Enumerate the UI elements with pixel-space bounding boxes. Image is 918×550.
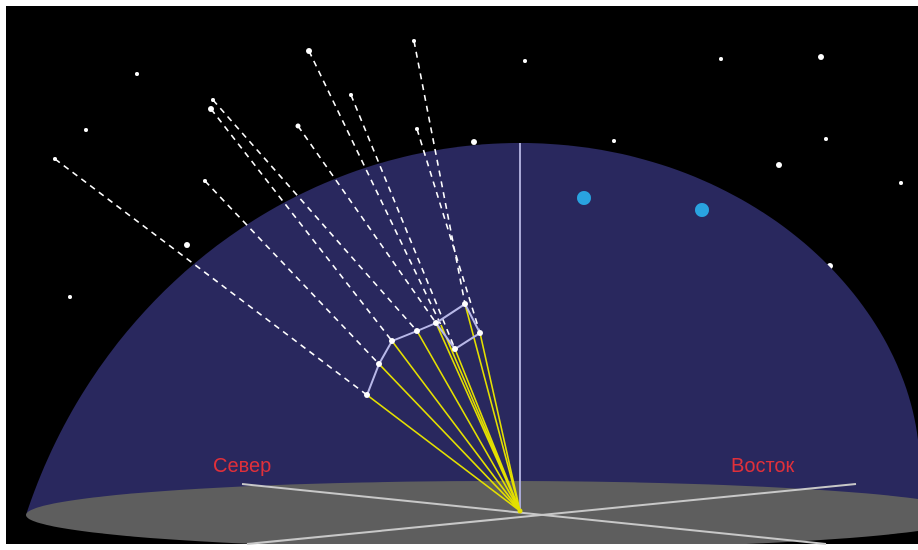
ray (413, 40, 466, 305)
ray (350, 94, 456, 350)
star (818, 54, 824, 60)
star (612, 139, 616, 143)
constellation-star (477, 330, 483, 336)
constellation-star (376, 361, 382, 367)
distant-star (295, 123, 301, 129)
planet (695, 203, 709, 217)
constellation-star (364, 392, 370, 398)
distant-star (203, 179, 207, 183)
ray (210, 108, 393, 342)
star (135, 72, 139, 76)
page-margin-top (0, 0, 918, 6)
planet (577, 191, 591, 205)
star (184, 242, 190, 248)
ray (297, 125, 437, 324)
distant-star (211, 98, 215, 102)
star (523, 59, 527, 63)
distant-star (412, 39, 416, 43)
constellation-stars (364, 301, 483, 398)
projection-line (366, 394, 521, 512)
star (84, 128, 88, 132)
ray (308, 50, 442, 326)
horizon-plane-cutoff (0, 544, 918, 550)
ray (416, 128, 481, 334)
label-east: Восток (731, 455, 795, 477)
observer-point-icon (517, 508, 523, 514)
axis-west-east (246, 483, 857, 545)
ray (204, 180, 380, 365)
distant-star (349, 93, 353, 97)
projection-line (416, 330, 521, 512)
star (68, 295, 72, 299)
constellation-star (433, 320, 439, 326)
distant-stars (53, 39, 419, 183)
axis-north-south (241, 483, 827, 545)
projection-line (378, 363, 521, 512)
star-direction-rays (54, 40, 481, 396)
star (899, 181, 903, 185)
star (824, 137, 828, 141)
constellation-star (389, 338, 395, 344)
projection-line (454, 348, 521, 512)
label-north: Север (213, 455, 271, 477)
distant-star (415, 127, 419, 131)
horizon-axes (241, 483, 857, 545)
distant-star (208, 106, 214, 112)
projection-line (479, 332, 521, 512)
projection-lines (366, 303, 521, 512)
star (719, 57, 723, 61)
constellation-star (462, 301, 468, 307)
page-margin-left (0, 0, 6, 550)
star (776, 162, 782, 168)
planets (577, 191, 709, 217)
constellation-star (452, 346, 458, 352)
projection-line (391, 340, 521, 512)
constellation-star (414, 328, 420, 334)
distant-star (306, 48, 312, 54)
star (471, 139, 477, 145)
distant-star (53, 157, 57, 161)
ray (212, 99, 418, 332)
horizon-plane (26, 481, 918, 549)
projection-line (464, 303, 521, 512)
